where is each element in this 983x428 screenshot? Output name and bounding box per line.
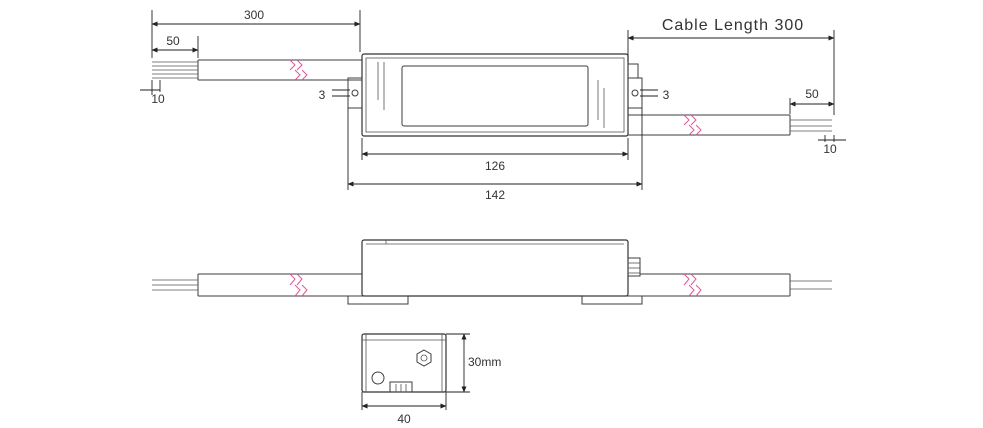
enclosure-top <box>347 53 643 137</box>
dim-right-cable: Cable Length 300 <box>627 17 835 115</box>
cable-gland-top <box>627 63 639 79</box>
right-cable <box>628 114 832 136</box>
dim-height-label: 30mm <box>468 355 501 369</box>
side-right-foot <box>581 295 643 305</box>
dim-body-length: 126 <box>361 138 629 173</box>
end-view: 30mm 40 <box>361 333 501 426</box>
label-window <box>401 65 589 127</box>
side-left-cable-break-mark <box>289 273 308 297</box>
dim-height: 30mm <box>446 333 501 393</box>
top-view: 300 50 10 3 Cable Length 300 <box>140 8 846 202</box>
right-cable-break-mark <box>683 114 702 136</box>
left-mount-hole <box>351 89 359 97</box>
dim-top-cable-label: 300 <box>244 8 264 22</box>
dim-left-mount-hole: 3 <box>319 88 350 102</box>
dim-left-strip-label: 50 <box>166 34 180 48</box>
hex-nut-icon <box>416 349 432 367</box>
dim-body-length-label: 126 <box>485 159 505 173</box>
dim-right-cable-label: Cable Length 300 <box>662 17 804 34</box>
left-cable-break-mark <box>289 59 308 81</box>
right-mount-hole <box>631 89 639 97</box>
right-mount-tab <box>627 77 643 109</box>
dim-width-label: 40 <box>397 412 411 426</box>
dim-overall-length-label: 142 <box>485 188 505 202</box>
side-right-cable-break-mark <box>683 273 702 297</box>
dim-right-strip: 50 <box>789 87 835 114</box>
dim-right-wire-tip: 10 <box>818 135 846 156</box>
round-port-icon <box>371 371 385 385</box>
dim-right-wire-tip-label: 10 <box>823 142 837 156</box>
dim-top-cable: 300 <box>151 8 361 58</box>
dim-left-strip: 50 <box>151 34 199 58</box>
side-view <box>152 239 832 305</box>
left-mount-tab <box>347 77 363 109</box>
dim-right-mount-hole-label: 3 <box>663 88 670 102</box>
dim-right-strip-label: 50 <box>805 87 819 101</box>
side-cable-gland <box>627 257 641 277</box>
left-cable <box>152 59 362 81</box>
side-left-foot <box>347 295 409 305</box>
dim-left-mount-hole-label: 3 <box>319 88 326 102</box>
enclosure-side <box>361 239 629 297</box>
dim-width: 40 <box>361 392 447 426</box>
dim-left-wire-tip-label: 10 <box>151 92 165 106</box>
dim-left-wire-tip: 10 <box>140 80 165 106</box>
dim-right-mount-hole: 3 <box>640 88 670 102</box>
dim-overall-length: 142 <box>347 108 643 202</box>
